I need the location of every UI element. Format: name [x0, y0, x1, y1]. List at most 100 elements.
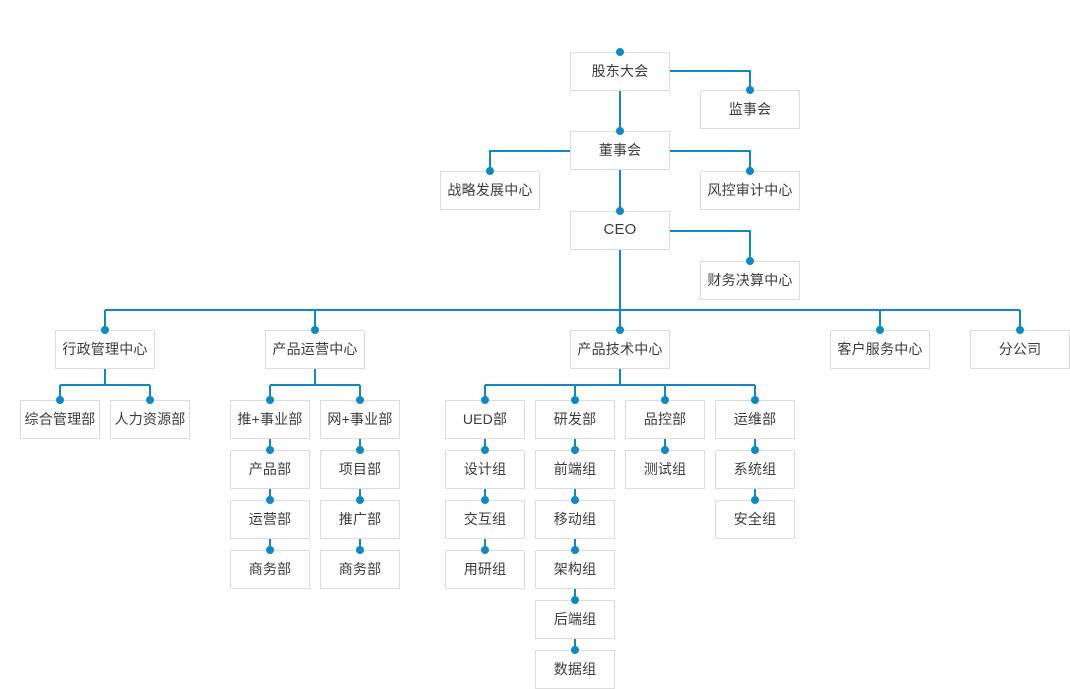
org-node-label: 设计组 — [463, 460, 507, 477]
org-node-label: 移动组 — [553, 510, 597, 527]
org-node-label: 监事会 — [728, 100, 772, 117]
connector-dot-strategy-center — [486, 167, 494, 175]
org-node-label: 前端组 — [553, 460, 597, 477]
connector-dot-test-group — [661, 446, 669, 454]
org-node-devops-dept[interactable]: 运维部 — [715, 400, 795, 439]
org-node-product-ops[interactable]: 产品运营中心 — [265, 330, 365, 369]
connector-product-tech-to-children — [484, 369, 756, 400]
org-node-ops-dept[interactable]: 运营部 — [230, 500, 310, 539]
connector-dot-admin-center — [101, 326, 109, 334]
org-node-label: 运维部 — [733, 410, 777, 427]
org-node-label: 产品技术中心 — [577, 340, 663, 357]
connector-dot-design-group — [481, 446, 489, 454]
org-node-label: 推广部 — [338, 510, 382, 527]
org-node-business-dept-1[interactable]: 商务部 — [230, 550, 310, 589]
org-node-frontend-group[interactable]: 前端组 — [535, 450, 615, 489]
org-node-ued-dept[interactable]: UED部 — [445, 400, 525, 439]
org-node-label: 财务决算中心 — [707, 271, 793, 288]
org-node-rd-dept[interactable]: 研发部 — [535, 400, 615, 439]
connector-dot-devops-dept — [751, 396, 759, 404]
org-node-general-admin[interactable]: 综合管理部 — [20, 400, 100, 439]
org-node-label: 系统组 — [733, 460, 777, 477]
org-node-test-group[interactable]: 测试组 — [625, 450, 705, 489]
org-node-label: 品控部 — [643, 410, 687, 427]
connector-dot-promo-dept — [356, 496, 364, 504]
org-node-security-group[interactable]: 安全组 — [715, 500, 795, 539]
org-node-project-dept[interactable]: 项目部 — [320, 450, 400, 489]
org-node-interaction-group[interactable]: 交互组 — [445, 500, 525, 539]
org-node-label: 测试组 — [643, 460, 687, 477]
org-node-mobile-group[interactable]: 移动组 — [535, 500, 615, 539]
org-node-label: 安全组 — [733, 510, 777, 527]
org-node-data-group[interactable]: 数据组 — [535, 650, 615, 689]
org-node-product-tech[interactable]: 产品技术中心 — [570, 330, 670, 369]
org-node-label: 架构组 — [553, 560, 597, 577]
org-node-product-dept[interactable]: 产品部 — [230, 450, 310, 489]
org-node-label: 运营部 — [248, 510, 292, 527]
org-node-customer-service[interactable]: 客户服务中心 — [830, 330, 930, 369]
connector-dot-business-dept-1 — [266, 546, 274, 554]
connector-dot-mobile-group — [571, 496, 579, 504]
org-node-label: 客户服务中心 — [837, 340, 923, 357]
org-node-label: 数据组 — [553, 660, 597, 677]
org-node-arch-group[interactable]: 架构组 — [535, 550, 615, 589]
org-node-label: 推+事业部 — [237, 410, 303, 427]
connector-dot-backend-group — [571, 596, 579, 604]
org-node-shareholders[interactable]: 股东大会 — [570, 52, 670, 91]
org-node-label: 行政管理中心 — [62, 340, 148, 357]
connector-dot-business-dept-2 — [356, 546, 364, 554]
org-node-backend-group[interactable]: 后端组 — [535, 600, 615, 639]
org-node-hr-dept[interactable]: 人力资源部 — [110, 400, 190, 439]
org-node-risk-audit-center[interactable]: 风控审计中心 — [700, 171, 800, 210]
org-node-admin-center[interactable]: 行政管理中心 — [55, 330, 155, 369]
org-node-promo-dept[interactable]: 推广部 — [320, 500, 400, 539]
org-node-label: 董事会 — [598, 141, 642, 158]
org-node-branch[interactable]: 分公司 — [970, 330, 1070, 369]
connector-dot-arch-group — [571, 546, 579, 554]
org-node-design-group[interactable]: 设计组 — [445, 450, 525, 489]
connector-dot-system-group — [751, 446, 759, 454]
org-node-label: 产品部 — [248, 460, 292, 477]
org-node-wang-bu[interactable]: 网+事业部 — [320, 400, 400, 439]
org-node-board[interactable]: 董事会 — [570, 131, 670, 170]
org-node-label: 商务部 — [338, 560, 382, 577]
connector-product-ops-to-children — [269, 369, 361, 400]
connector-dot-frontend-group — [571, 446, 579, 454]
org-node-strategy-center[interactable]: 战略发展中心 — [440, 171, 540, 210]
connector-dot-ceo — [616, 207, 624, 215]
org-node-label: 分公司 — [998, 340, 1042, 357]
connector-admin-to-children — [59, 369, 151, 400]
org-node-label: 交互组 — [463, 510, 507, 527]
org-node-finance-center[interactable]: 财务决算中心 — [700, 261, 800, 300]
connector-dot-product-tech — [616, 326, 624, 334]
org-node-tui-bu[interactable]: 推+事业部 — [230, 400, 310, 439]
connector-dot-interaction-group — [481, 496, 489, 504]
org-node-research-group[interactable]: 用研组 — [445, 550, 525, 589]
org-node-label: 用研组 — [463, 560, 507, 577]
org-node-label: 商务部 — [248, 560, 292, 577]
connector-dot-wang-bu — [356, 396, 364, 404]
org-node-ceo[interactable]: CEO — [570, 211, 670, 250]
connector-dot-board — [616, 127, 624, 135]
org-node-business-dept-2[interactable]: 商务部 — [320, 550, 400, 589]
org-node-label: 后端组 — [553, 610, 597, 627]
org-node-label: 网+事业部 — [327, 410, 393, 427]
org-node-label: 战略发展中心 — [447, 181, 533, 198]
org-node-label: CEO — [603, 221, 637, 239]
connector-dot-product-dept — [266, 446, 274, 454]
connector-dot-qa-dept — [661, 396, 669, 404]
connector-dot-data-group — [571, 646, 579, 654]
org-node-qa-dept[interactable]: 品控部 — [625, 400, 705, 439]
org-node-label: 综合管理部 — [24, 410, 96, 427]
org-node-label: 人力资源部 — [114, 410, 186, 427]
org-node-label: 产品运营中心 — [272, 340, 358, 357]
connector-dot-ops-dept — [266, 496, 274, 504]
org-node-supervisors[interactable]: 监事会 — [700, 90, 800, 129]
connector-dot-risk-audit-center — [746, 167, 754, 175]
connector-dot-customer-service — [876, 326, 884, 334]
connector-dot-rd-dept — [571, 396, 579, 404]
org-node-system-group[interactable]: 系统组 — [715, 450, 795, 489]
connector-dot-general-admin — [56, 396, 64, 404]
connector-dot-security-group — [751, 496, 759, 504]
